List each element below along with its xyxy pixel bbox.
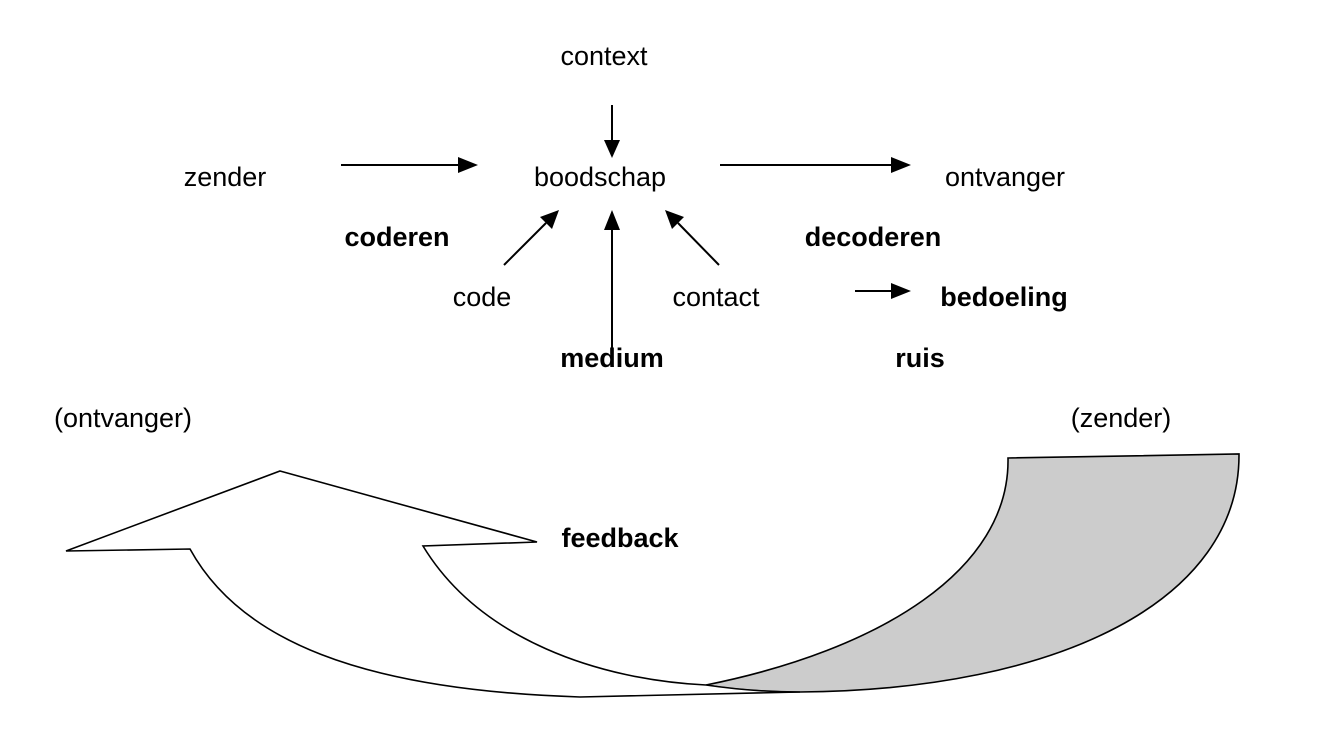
label-zender-paren: (zender) bbox=[1071, 403, 1172, 433]
label-contact: contact bbox=[672, 282, 760, 312]
label-code: code bbox=[453, 282, 512, 312]
arrow-medium-to-boodschap bbox=[604, 210, 620, 348]
label-feedback: feedback bbox=[561, 523, 679, 553]
arrow-code-to-boodschap bbox=[503, 210, 559, 266]
label-bedoeling: bedoeling bbox=[940, 282, 1068, 312]
label-medium: medium bbox=[560, 343, 664, 373]
label-coderen: coderen bbox=[344, 222, 449, 252]
arrow-to-bedoeling bbox=[855, 283, 911, 299]
label-ontvanger-paren: (ontvanger) bbox=[54, 403, 192, 433]
arrow-zender-to-boodschap bbox=[341, 157, 478, 173]
label-zender: zender bbox=[184, 162, 267, 192]
label-ruis: ruis bbox=[895, 343, 945, 373]
label-decoderen: decoderen bbox=[805, 222, 942, 252]
arrow-context-to-boodschap bbox=[604, 105, 620, 158]
label-ontvanger: ontvanger bbox=[945, 162, 1065, 192]
arrow-boodschap-to-ontvanger bbox=[720, 157, 911, 173]
label-boodschap: boodschap bbox=[534, 162, 666, 192]
feedback-band-grey bbox=[705, 453, 1240, 693]
label-context: context bbox=[560, 41, 648, 71]
feedback-arrow-white bbox=[65, 470, 801, 698]
arrow-contact-to-boodschap bbox=[665, 210, 720, 266]
